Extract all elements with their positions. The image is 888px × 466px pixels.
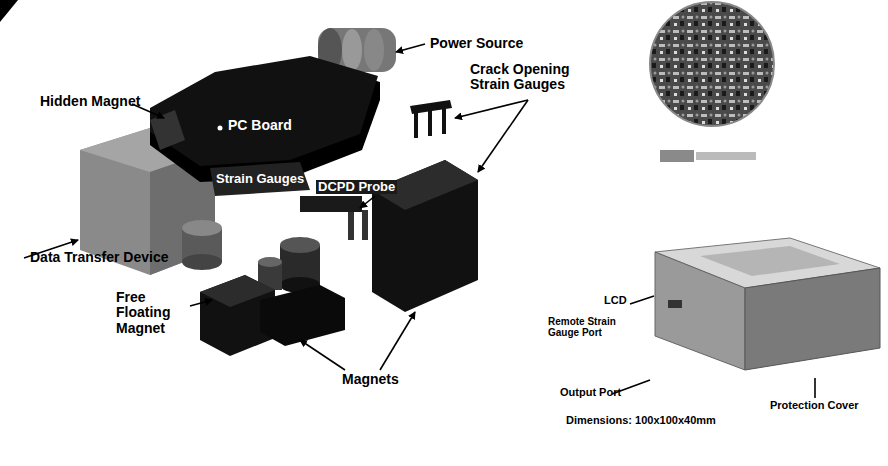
dcpd-probe	[300, 196, 368, 240]
part-label: Output Port	[560, 386, 621, 398]
free-floating-magnet	[200, 275, 345, 356]
hidden-magnet	[150, 110, 185, 150]
part-label: Hidden Magnet	[40, 94, 140, 109]
magnet-cylinder	[258, 237, 320, 293]
corner-mark	[0, 0, 18, 22]
crack-opening-gauges	[410, 100, 452, 138]
part-label: DCPD Probe	[316, 180, 397, 194]
part-label: Remote Strain Gauge Port	[548, 316, 636, 338]
housing-block	[210, 162, 310, 196]
part-label: Crack Opening Strain Gauges	[470, 62, 582, 93]
pc-board	[150, 56, 380, 182]
part-label: Magnets	[342, 372, 399, 387]
part-label: Data Transfer Device	[30, 250, 169, 265]
pcb-photo	[650, 2, 774, 162]
part-label: Power Source	[430, 36, 523, 51]
part-label: Protection Cover	[770, 399, 859, 411]
strain-gauge-part	[182, 220, 222, 270]
part-label: Strain Gauges	[216, 172, 304, 186]
part-label: Free Floating Magnet	[116, 290, 194, 336]
part-label: PC Board	[228, 118, 292, 133]
part-label: LCD	[604, 294, 627, 306]
dimension-label: Dimensions: 100x100x40mm	[566, 414, 716, 426]
protection-cover	[655, 238, 880, 370]
